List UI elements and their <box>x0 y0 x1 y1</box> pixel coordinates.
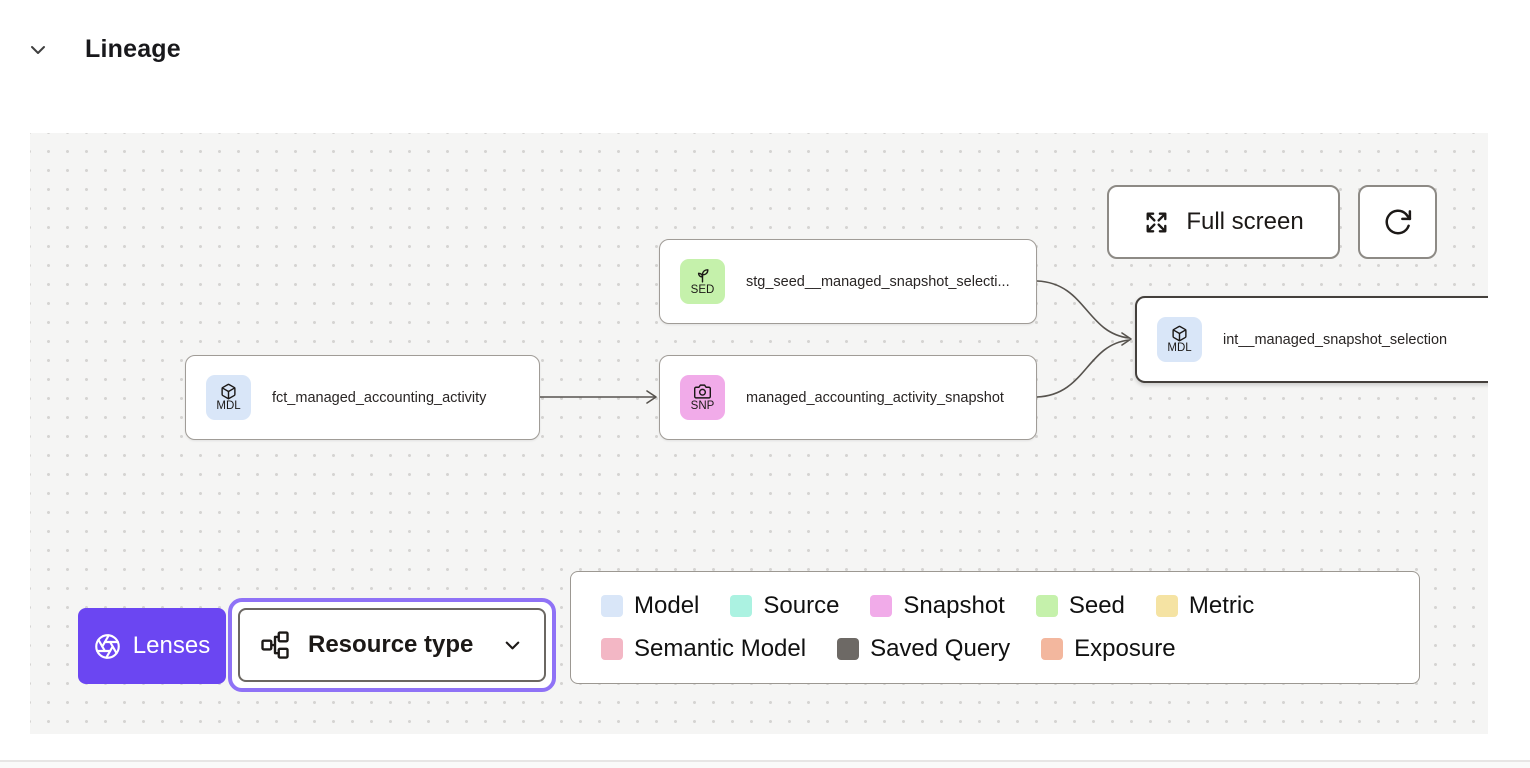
legend-swatch <box>837 638 860 660</box>
lineage-canvas[interactable]: Full screen SED stg_seed__managed_snapsh… <box>30 133 1488 734</box>
resource-type-dropdown[interactable]: Resource type <box>228 598 556 692</box>
badge-code: MDL <box>216 399 241 412</box>
seedling-icon <box>697 268 709 283</box>
section-divider <box>0 760 1530 762</box>
full-screen-label: Full screen <box>1186 208 1304 235</box>
collapse-chevron-icon[interactable] <box>26 38 50 62</box>
snapshot-badge: SNP <box>680 375 725 420</box>
cube-icon <box>1172 325 1187 342</box>
lineage-node-seed[interactable]: SED stg_seed__managed_snapshot_selecti..… <box>659 239 1037 324</box>
lineage-header: Lineage <box>0 0 1530 100</box>
legend-swatch <box>870 595 893 617</box>
legend-swatch <box>601 638 623 660</box>
legend-swatch <box>601 595 623 617</box>
legend-item-seed: Seed <box>1035 592 1125 620</box>
node-label: managed_accounting_activity_snapshot <box>746 389 1004 406</box>
camera-icon <box>694 384 711 399</box>
seed-badge: SED <box>680 259 725 304</box>
refresh-button[interactable] <box>1358 185 1437 259</box>
badge-code: SNP <box>690 399 715 412</box>
node-label: int__managed_snapshot_selection <box>1223 331 1448 348</box>
legend-item-source: Source <box>730 592 839 620</box>
node-label: stg_seed__managed_snapshot_selecti... <box>746 273 1010 290</box>
legend-item-model: Model <box>601 592 699 620</box>
full-screen-button[interactable]: Full screen <box>1107 185 1340 259</box>
resource-type-label: Resource type <box>308 631 474 658</box>
badge-code: SED <box>690 283 715 296</box>
next-section-strip <box>0 762 1530 768</box>
refresh-icon <box>1383 207 1413 237</box>
legend-item-snapshot: Snapshot <box>870 592 1005 620</box>
page-title: Lineage <box>85 35 181 63</box>
model-badge: MDL <box>1157 317 1202 362</box>
legend-swatch <box>1155 595 1178 617</box>
lenses-label: Lenses <box>132 632 211 659</box>
lineage-node-snapshot[interactable]: SNP managed_accounting_activity_snapshot <box>659 355 1037 440</box>
legend-row-2: Semantic Model Saved Query Exposure <box>601 635 1389 663</box>
cube-icon <box>221 383 236 400</box>
legend-item-semantic-model: Semantic Model <box>601 635 806 663</box>
resource-type-dropdown-inner: Resource type <box>238 608 546 682</box>
model-badge: MDL <box>206 375 251 420</box>
legend-item-exposure: Exposure <box>1041 635 1176 663</box>
node-label: fct_managed_accounting_activity <box>272 389 487 406</box>
expand-arrows-icon <box>1143 209 1170 236</box>
legend-item-saved-query: Saved Query <box>837 635 1010 663</box>
lineage-node-int-model-selected[interactable]: MDL int__managed_snapshot_selection <box>1135 296 1488 383</box>
badge-code: MDL <box>1167 341 1192 354</box>
legend-swatch <box>1035 595 1058 617</box>
legend-swatch <box>730 595 753 617</box>
legend-swatch <box>1041 638 1064 660</box>
lenses-button[interactable]: Lenses <box>78 608 226 684</box>
resource-type-legend: Model Source Snapshot Seed Metric S <box>570 571 1420 684</box>
aperture-icon <box>94 633 121 660</box>
legend-row-1: Model Source Snapshot Seed Metric <box>601 592 1389 620</box>
hierarchy-icon <box>260 630 290 660</box>
chevron-down-icon <box>501 634 524 657</box>
lineage-node-fct-model[interactable]: MDL fct_managed_accounting_activity <box>185 355 540 440</box>
legend-item-metric: Metric <box>1155 592 1254 620</box>
